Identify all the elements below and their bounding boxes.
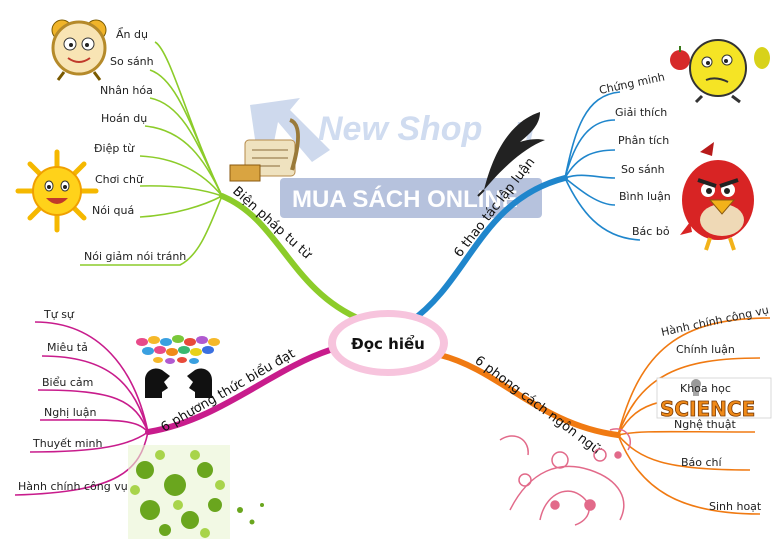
leaf-style-3: Nghệ thuật xyxy=(674,418,736,431)
leaf-expression-5: Hành chính công vụ xyxy=(18,480,128,493)
branch-expression-leaves xyxy=(14,321,149,496)
center-node: Đọc hiểu xyxy=(328,310,448,376)
leaf-argument-3: So sánh xyxy=(621,163,665,176)
leaf-argument-0: Chứng minh xyxy=(598,70,666,97)
trunk-rhetoric xyxy=(219,193,365,323)
science-logo-icon: SCIENCE xyxy=(656,377,772,421)
trunk-style xyxy=(437,352,621,438)
trunk-expression xyxy=(145,347,333,435)
leaf-rhetoric-3: Hoán dụ xyxy=(101,112,147,125)
leaf-rhetoric-1: So sánh xyxy=(110,55,154,68)
branch-rhetoric-leaves xyxy=(80,41,223,266)
watermark-tagline: MUA SÁCH ONLINE xyxy=(292,185,518,213)
branch-argument-leaves xyxy=(564,91,641,241)
sun-icon xyxy=(15,149,99,233)
leaf-argument-1: Giải thích xyxy=(615,106,667,119)
leaf-rhetoric-4: Điệp từ xyxy=(94,142,135,155)
speech-bubbles-heads-icon xyxy=(136,335,220,398)
center-label: Đọc hiểu xyxy=(351,334,425,353)
leaf-rhetoric-2: Nhân hóa xyxy=(100,84,153,97)
trunk-argument xyxy=(407,175,568,325)
leaf-argument-5: Bác bỏ xyxy=(632,225,670,238)
alarm-clock-icon xyxy=(51,19,107,81)
leaf-style-5: Sinh hoạt xyxy=(709,500,762,513)
leaf-style-0: Hành chính công vụ xyxy=(660,303,770,339)
thinking-face-icon xyxy=(670,39,770,104)
pink-floral-pattern-icon xyxy=(499,428,631,526)
leaf-expression-4: Thuyết minh xyxy=(32,437,102,450)
leaf-rhetoric-5: Chơi chữ xyxy=(95,173,144,186)
angry-bird-icon xyxy=(680,142,754,251)
leaf-style-2: Khoa học xyxy=(680,382,731,395)
feather-quill-icon xyxy=(477,112,545,197)
watermark-brand: New Shop xyxy=(318,110,482,148)
leaf-rhetoric-7: Nói giảm nói tránh xyxy=(84,250,186,263)
leaf-style-4: Báo chí xyxy=(681,456,723,469)
leaf-rhetoric-0: Ẩn dụ xyxy=(116,27,148,41)
leaf-expression-0: Tự sự xyxy=(43,308,75,321)
leaf-style-1: Chính luận xyxy=(676,343,735,356)
leaf-argument-2: Phân tích xyxy=(618,134,669,147)
branch-label-style: 6 phong cách ngôn ngữ xyxy=(472,353,604,458)
leaf-argument-4: Bình luận xyxy=(619,190,671,203)
leaf-expression-3: Nghị luận xyxy=(44,406,97,419)
watermark-band xyxy=(280,178,542,218)
leaf-rhetoric-6: Nói quá xyxy=(92,204,134,217)
scroll-quill-icon xyxy=(229,118,300,182)
leaf-expression-1: Miêu tả xyxy=(47,341,88,354)
science-word: SCIENCE xyxy=(660,397,755,421)
floral-pattern-icon xyxy=(128,445,264,539)
leaf-expression-2: Biểu cảm xyxy=(42,376,93,389)
